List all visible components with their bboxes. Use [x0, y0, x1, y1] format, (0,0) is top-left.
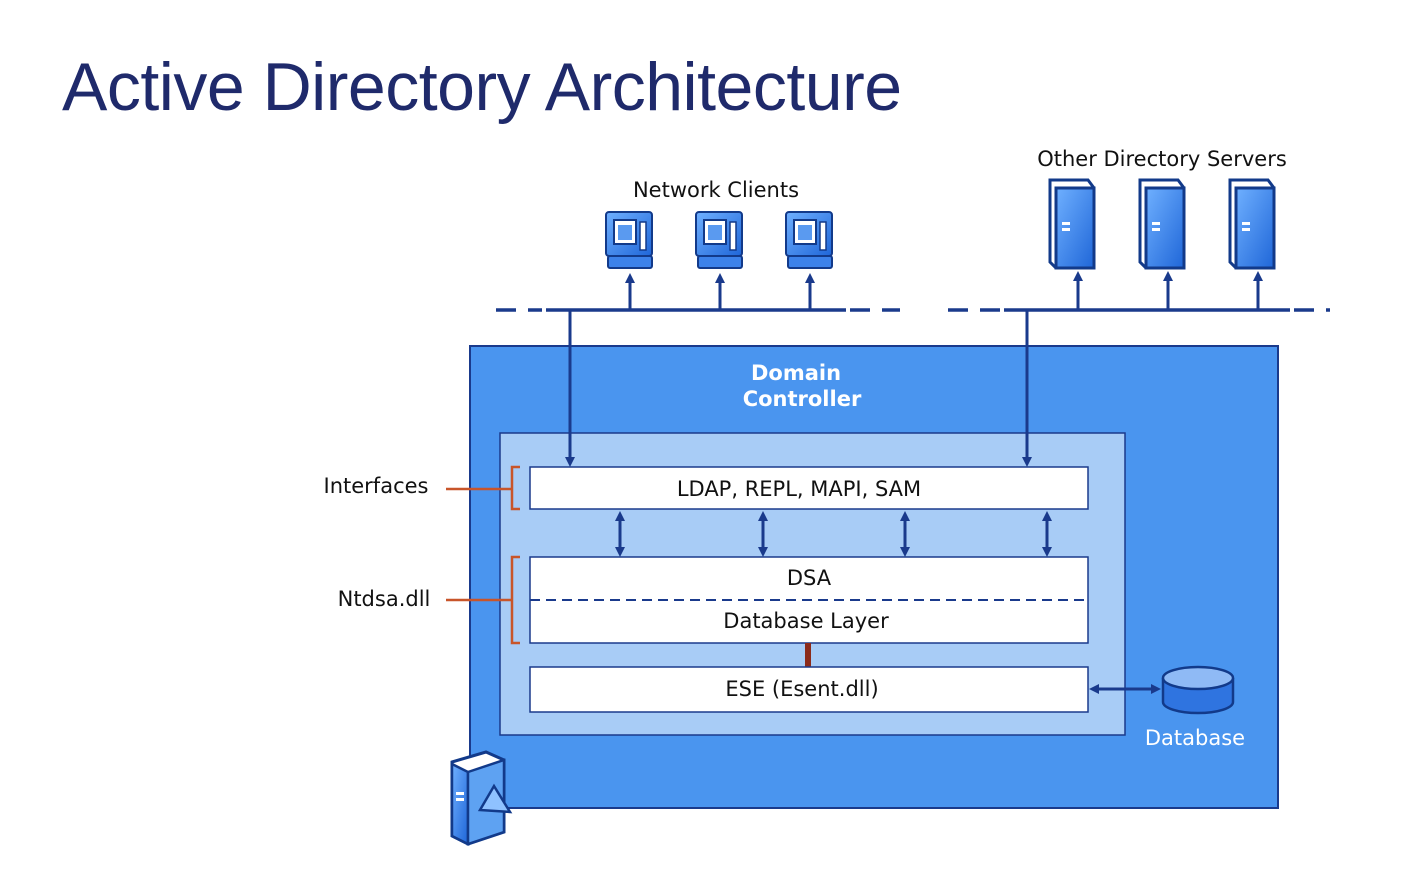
- interfaces-side-label: Interfaces: [324, 474, 429, 498]
- ntdsa-bracket: [446, 555, 520, 645]
- layer-arrows: [615, 511, 1052, 557]
- server-icon: [1138, 178, 1186, 270]
- ese-layer-box: [529, 666, 1089, 713]
- ese-connector: [805, 643, 811, 667]
- computer-icon: [695, 211, 743, 269]
- interfaces-layer-box: [529, 466, 1089, 510]
- network-clients-label: Network Clients: [633, 178, 799, 202]
- domain-controller-label-line1: Domain: [751, 361, 841, 385]
- ntdsa-side-label: Ntdsa.dll: [338, 587, 431, 611]
- bus-downlinks: [565, 310, 1032, 467]
- server-icon: [1048, 178, 1096, 270]
- database-icon: [1161, 665, 1235, 715]
- other-servers-label: Other Directory Servers: [1037, 147, 1287, 171]
- interfaces-layer-label: LDAP, REPL, MAPI, SAM: [677, 477, 921, 501]
- interfaces-bracket: [446, 465, 520, 511]
- server-icon: [1228, 178, 1276, 270]
- domain-controller-icon: [450, 750, 513, 847]
- domain-controller-label-line2: Controller: [743, 387, 862, 411]
- computer-icon: [785, 211, 833, 269]
- computer-icon: [605, 211, 653, 269]
- ese-layer-label: ESE (Esent.dll): [725, 677, 878, 701]
- database-layer-label: Database Layer: [723, 609, 889, 633]
- dsa-label: DSA: [787, 566, 832, 590]
- page-title: Active Directory Architecture: [62, 49, 902, 125]
- bus-uplinks: [625, 271, 1263, 310]
- database-label: Database: [1145, 726, 1245, 750]
